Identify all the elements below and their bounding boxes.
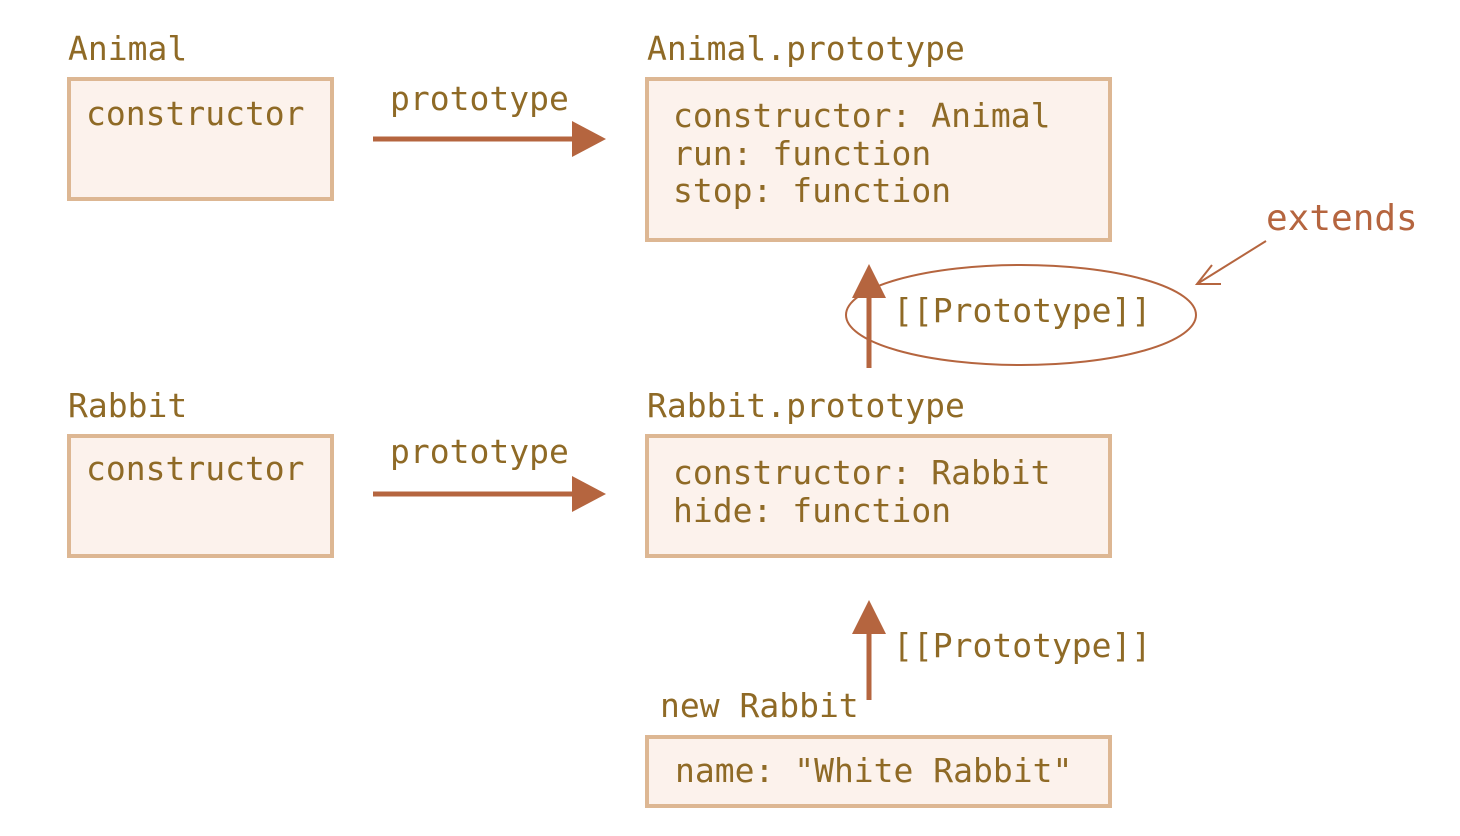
rabbit-prototype-arrow (373, 476, 606, 512)
extends-ellipse (845, 264, 1197, 366)
rabbit-box (67, 434, 334, 558)
animal-prototype-arrow (373, 121, 606, 157)
animal-prototype-line-1: constructor: Animal (673, 96, 1051, 135)
rabbit-prototype-label: prototype (390, 432, 569, 471)
rabbit-prototype-line-1: constructor: Rabbit (673, 453, 1051, 492)
rabbit-prototype-box (645, 434, 1112, 558)
extends-pointer-arrow (1194, 240, 1267, 285)
new-rabbit-line-1: name: "White Rabbit" (675, 751, 1072, 790)
rabbit-box-text: constructor (86, 449, 305, 488)
rabbit-prototype-title: Rabbit.prototype (647, 386, 965, 425)
animal-prototype-line-2: run: function (673, 134, 931, 173)
animal-box-text: constructor (86, 94, 305, 133)
animal-prototype-box (645, 77, 1112, 242)
proto-chain-arrow (852, 264, 886, 368)
instance-proto-arrow (852, 600, 886, 700)
animal-prototype-line-3: stop: function (673, 171, 951, 210)
rabbit-prototype-line-2: hide: function (673, 491, 951, 530)
new-rabbit-box (645, 735, 1112, 808)
rabbit-title: Rabbit (68, 386, 187, 425)
instance-proto-label: [[Prototype]] (893, 626, 1151, 665)
extends-label: extends (1266, 198, 1418, 239)
animal-prototype-label: prototype (390, 79, 569, 118)
new-rabbit-title: new Rabbit (660, 686, 859, 725)
animal-box (67, 77, 334, 201)
animal-prototype-title: Animal.prototype (647, 29, 965, 68)
animal-title: Animal (68, 29, 187, 68)
proto-chain-label: [[Prototype]] (893, 291, 1151, 330)
